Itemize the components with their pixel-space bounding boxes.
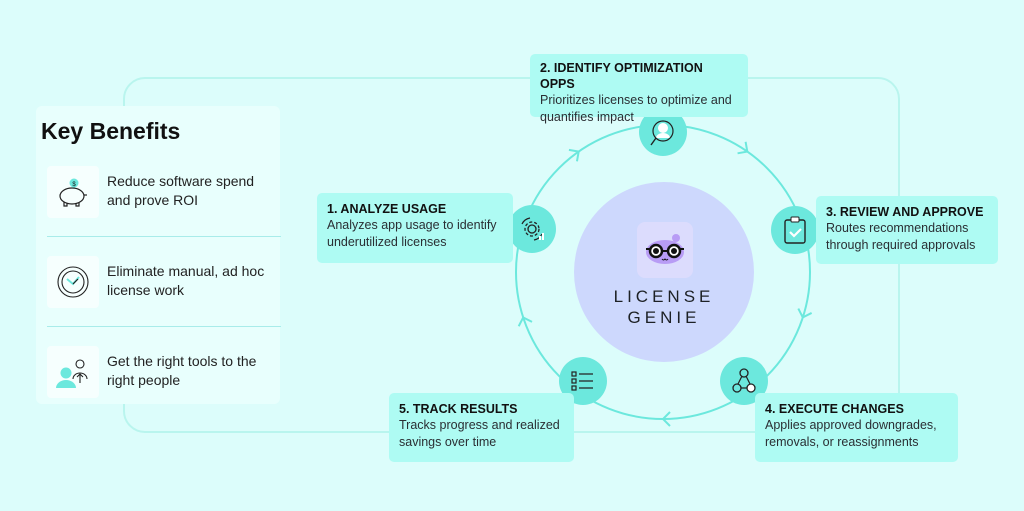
step-card-identify: 2. IDENTIFY OPTIMIZATION OPPS Prioritize… <box>530 54 748 124</box>
benefit-text: Get the right tools to the right people <box>107 353 257 388</box>
genie-glasses-icon <box>637 222 693 278</box>
clipboard-check-icon <box>771 206 819 254</box>
cycle-arrowhead <box>797 308 813 319</box>
key-benefits-title: Key Benefits <box>41 118 181 144</box>
step-card-review: 3. REVIEW AND APPROVE Routes recommendat… <box>816 196 998 264</box>
cycle-arrowhead <box>517 316 533 327</box>
benefit-divider <box>47 326 281 327</box>
cycle-arrowhead <box>737 141 749 155</box>
cycle-arrowhead <box>661 411 671 427</box>
benefit-item: Get the right tools to the right people <box>47 346 267 402</box>
piggy-bank-icon: $ <box>47 166 99 218</box>
license-genie-hub: LICENSE GENIE <box>574 182 754 362</box>
clock-cycle-icon <box>47 256 99 308</box>
step-description: Applies approved downgrades, removals, o… <box>765 418 937 449</box>
step-card-track: 5. TRACK RESULTS Tracks progress and rea… <box>389 393 574 462</box>
step-description: Tracks progress and realized savings ove… <box>399 418 560 449</box>
benefit-item: $ Reduce software spend and prove ROI <box>47 166 267 222</box>
step-description: Prioritizes licenses to optimize and qua… <box>540 93 732 124</box>
brand-line-1: LICENSE <box>613 287 715 306</box>
key-benefits-panel: Key Benefits $ Reduce software spend and… <box>36 106 281 404</box>
brand-line-2: GENIE <box>627 308 701 327</box>
svg-text:$: $ <box>72 182 76 188</box>
step-description: Routes recommendations through required … <box>826 221 976 252</box>
step-card-analyze: 1. ANALYZE USAGE Analyzes app usage to i… <box>317 193 513 263</box>
benefit-divider <box>47 236 281 237</box>
step-title: 2. IDENTIFY OPTIMIZATION OPPS <box>540 61 703 91</box>
step-title: 1. ANALYZE USAGE <box>327 202 447 216</box>
user-handoff-icon <box>47 346 99 398</box>
brand-name: LICENSE GENIE <box>574 286 754 328</box>
gear-cycle-icon <box>508 205 556 253</box>
cycle-arrowhead <box>568 148 580 162</box>
benefit-item: Eliminate manual, ad hoc license work <box>47 256 267 312</box>
step-card-execute: 4. EXECUTE CHANGES Applies approved down… <box>755 393 958 462</box>
benefit-text: Reduce software spend and prove ROI <box>107 173 255 208</box>
step-title: 4. EXECUTE CHANGES <box>765 402 904 416</box>
step-title: 3. REVIEW AND APPROVE <box>826 205 984 219</box>
benefit-text: Eliminate manual, ad hoc license work <box>107 263 265 298</box>
step-title: 5. TRACK RESULTS <box>399 402 518 416</box>
step-description: Analyzes app usage to identify underutil… <box>327 218 497 249</box>
